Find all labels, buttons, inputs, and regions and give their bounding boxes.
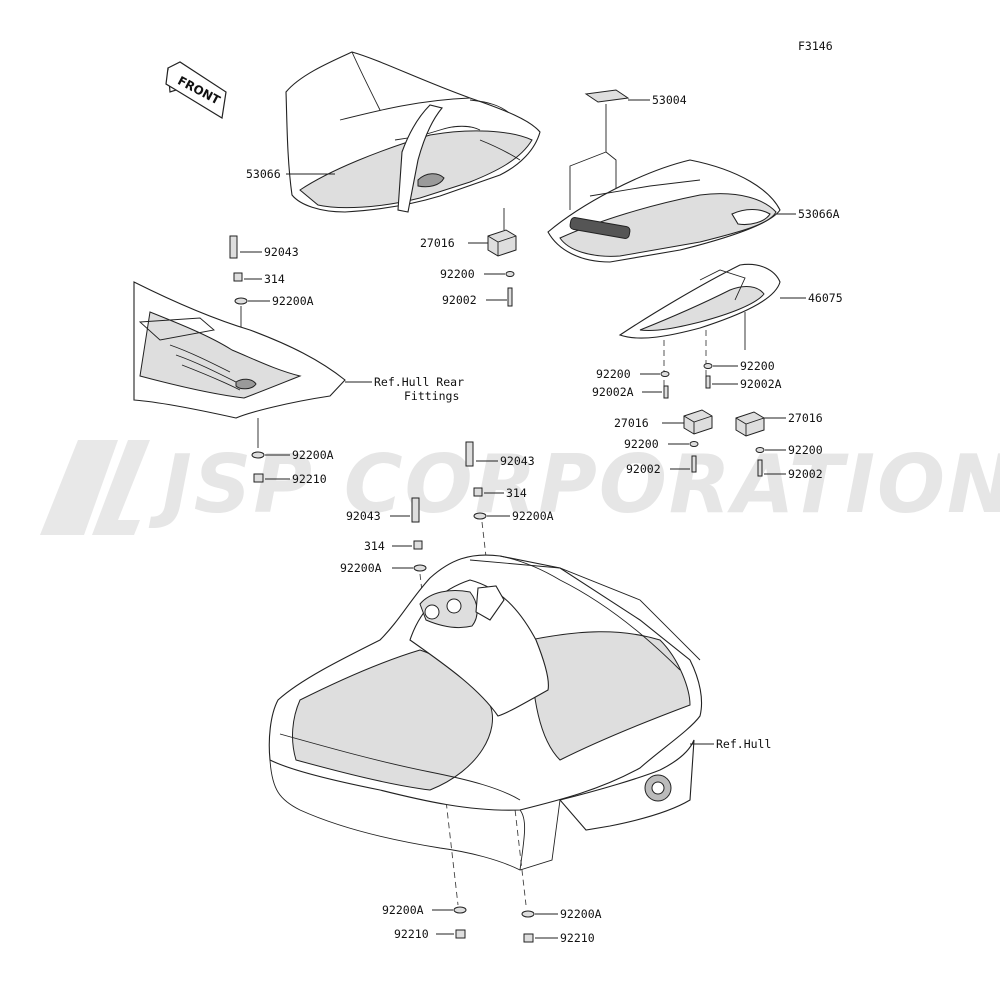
label-bracket-front: 27016 — [420, 236, 455, 250]
label-washer-left-lower: 92200A — [292, 448, 334, 462]
leader-patch-to-seat — [569, 104, 617, 210]
rear-washer-l-icon — [660, 371, 670, 377]
label-seat-front: 53066 — [246, 167, 281, 181]
washer-left-lower-icon — [251, 451, 265, 459]
rear-washer-r2-icon — [755, 447, 765, 453]
rear-seat-drawing — [547, 159, 781, 263]
rear-bolt-r2-icon — [757, 459, 763, 477]
label-bolt-rear-l: 92002A — [592, 385, 634, 399]
label-washer-rear-l2: 92200 — [624, 437, 659, 451]
label-washer-rear-l: 92200 — [596, 367, 631, 381]
label-grab-handle: 46075 — [808, 291, 843, 305]
washer-center-left-icon — [413, 564, 427, 572]
label-bracket-rear-r: 27016 — [788, 411, 823, 425]
label-bolt-rear-l2: 92002 — [626, 462, 661, 476]
label-washer-bottom-l: 92200A — [382, 903, 424, 917]
front-washer-icon — [505, 271, 515, 277]
label-washer-center: 92200A — [512, 509, 554, 523]
front-bracket-27016-icon — [487, 229, 517, 257]
nut-left-lower-icon — [253, 473, 264, 483]
label-ref-hull-rear-2: Fittings — [404, 389, 459, 403]
label-nut-center: 314 — [506, 486, 527, 500]
label-washer-front: 92200 — [440, 267, 475, 281]
label-bracket-rear-l: 27016 — [614, 416, 649, 430]
stud-center-left-icon — [411, 497, 420, 523]
hull-rear-fittings-drawing — [133, 281, 346, 419]
label-washer-center-left: 92200A — [340, 561, 382, 575]
label-washer-left: 92200A — [272, 294, 314, 308]
washer-center-icon — [473, 512, 487, 520]
label-stud-center-left: 92043 — [346, 509, 381, 523]
label-rear-seat: 53066A — [798, 207, 840, 221]
seat-patch-icon — [584, 89, 630, 103]
label-seat-patch: 53004 — [652, 93, 687, 107]
rear-washer-l2-icon — [689, 441, 699, 447]
stud-left-icon — [229, 235, 238, 259]
watermark: JSP CORPORATION — [40, 438, 1000, 535]
hull-drawing — [268, 554, 703, 871]
nut-left-icon — [233, 272, 243, 282]
washer-bottom-r-icon — [521, 910, 535, 918]
label-ref-hull: Ref.Hull — [716, 737, 771, 751]
label-washer-bottom-r: 92200A — [560, 907, 602, 921]
label-nut-left-lower: 92210 — [292, 472, 327, 486]
nut-center-icon — [473, 487, 483, 497]
label-bolt-front: 92002 — [442, 293, 477, 307]
figure-code: F3146 — [798, 39, 833, 53]
label-nut-left: 314 — [264, 272, 285, 286]
rear-bracket-r-icon — [735, 411, 765, 437]
label-stud-center: 92043 — [500, 454, 535, 468]
grab-handle-drawing — [618, 263, 781, 339]
nut-bottom-l-icon — [455, 929, 466, 939]
washer-left-icon — [234, 297, 248, 305]
stud-center-icon — [465, 441, 474, 467]
rear-bolt-l2-icon — [691, 455, 697, 473]
front-bolt-icon — [507, 287, 513, 307]
label-washer-rear-r: 92200 — [740, 359, 775, 373]
watermark-logo-icon — [40, 440, 150, 535]
rear-washer-r-icon — [703, 363, 713, 369]
nut-bottom-r-icon — [523, 933, 534, 943]
label-nut-bottom-l: 92210 — [394, 927, 429, 941]
watermark-text: JSP CORPORATION — [148, 438, 1000, 531]
label-washer-rear-r2: 92200 — [788, 443, 823, 457]
label-bolt-rear-r: 92002A — [740, 377, 782, 391]
label-bolt-rear-r2: 92002 — [788, 467, 823, 481]
label-stud-left: 92043 — [264, 245, 299, 259]
nut-center-left-icon — [413, 540, 423, 550]
washer-bottom-l-icon — [453, 906, 467, 914]
front-seat-drawing — [285, 51, 541, 213]
rear-bracket-l-icon — [683, 409, 713, 435]
rear-bolt-l-icon — [663, 385, 669, 399]
label-ref-hull-rear: Ref.Hull Rear — [374, 375, 464, 389]
label-nut-bottom-r: 92210 — [560, 931, 595, 945]
label-nut-center-left: 314 — [364, 539, 385, 553]
rear-bolt-r-icon — [705, 375, 711, 389]
front-arrow-icon: FRONT — [165, 61, 227, 119]
